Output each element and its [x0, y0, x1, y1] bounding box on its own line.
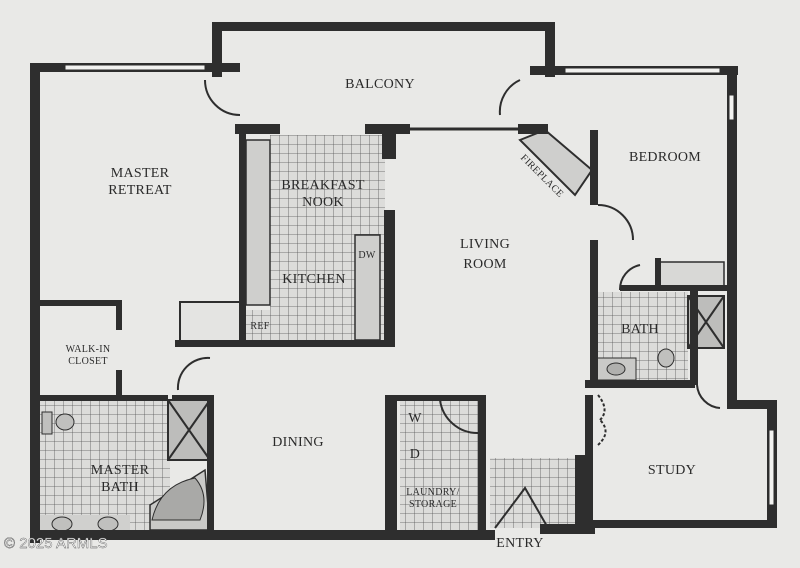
door-swing: [204, 79, 241, 116]
sink-icon: [97, 516, 119, 532]
label-washer: W: [408, 411, 422, 426]
label-dishwasher: DW: [358, 250, 376, 261]
label-study: STUDY: [648, 463, 696, 478]
laundry-tile: [400, 400, 480, 530]
label-bath: BATH: [621, 322, 659, 337]
label-walk-in-closet-2: CLOSET: [68, 356, 108, 367]
label-master-bath-1: MASTER: [91, 463, 150, 478]
bathtub-icon: [151, 477, 205, 521]
linen-closet: [659, 261, 725, 289]
sink-icon: [606, 362, 626, 376]
walls: [30, 22, 777, 543]
watermark: 2025 ARMLS: [19, 535, 107, 552]
label-master-bath-2: BATH: [101, 480, 139, 495]
door-swing: [494, 486, 549, 529]
room-labels: BALCONY MASTER RETREAT BREAKFAST NOOK KI…: [66, 77, 701, 551]
door-swing: [618, 264, 641, 291]
door-swing: [439, 399, 479, 435]
toilet-icon: [55, 413, 75, 431]
label-balcony: BALCONY: [345, 77, 415, 92]
label-master-retreat-2: RETREAT: [108, 183, 172, 198]
label-laundry-1: LAUNDRY/: [406, 487, 460, 498]
window: [768, 429, 775, 506]
label-breakfast-nook-2: NOOK: [302, 195, 344, 210]
pantry: [179, 301, 241, 343]
ref-tile: [246, 310, 276, 343]
kitchen-counter: [245, 139, 271, 306]
label-laundry-2: STORAGE: [409, 499, 457, 510]
tile-floors: [40, 135, 688, 530]
fixtures: [40, 128, 725, 535]
label-bedroom: BEDROOM: [629, 150, 701, 165]
watermark-copyright: © 2025 ARMLS: [4, 535, 108, 552]
label-dryer: D: [410, 447, 420, 462]
door-swing: [696, 384, 721, 409]
door-swing: [597, 394, 607, 446]
kitchen-island-counter: [354, 234, 381, 341]
window: [564, 67, 721, 74]
label-kitchen: KITCHEN: [282, 272, 346, 287]
label-living-room-2: ROOM: [463, 257, 506, 272]
toilet-icon: [657, 348, 675, 368]
door-swing: [176, 356, 211, 391]
door-swing: [498, 79, 521, 116]
label-master-retreat-1: MASTER: [111, 166, 170, 181]
window: [728, 94, 735, 121]
label-walk-in-closet-1: WALK-IN: [66, 344, 111, 355]
door-swing: [597, 204, 634, 241]
sink-icon: [51, 516, 73, 532]
entry-tile: [490, 458, 585, 528]
label-living-room-1: LIVING: [460, 237, 510, 252]
label-refrigerator: REF: [250, 321, 269, 332]
window: [64, 64, 206, 71]
label-dining: DINING: [272, 435, 324, 450]
doors: [176, 79, 721, 529]
label-entry: ENTRY: [496, 536, 543, 551]
label-breakfast-nook-1: BREAKFAST: [281, 178, 364, 193]
